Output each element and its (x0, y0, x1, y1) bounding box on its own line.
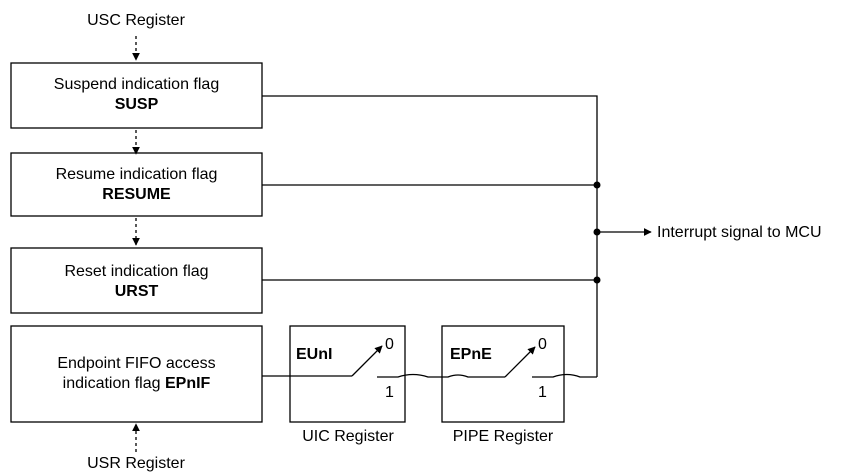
resume-flag-name: Resume indication flag (55, 166, 218, 183)
epnif-line2: indication flag EPnIF (11, 374, 262, 394)
epnif-box-text: Endpoint FIFO access indication flag EPn… (11, 354, 262, 394)
susp-box-text: Suspend indication flag SUSP (11, 75, 262, 115)
susp-flag-code: SUSP (114, 96, 159, 113)
resume-flag-code: RESUME (102, 186, 171, 203)
pipe-register-label: PIPE Register (452, 428, 554, 445)
epnif-line1: Endpoint FIFO access (57, 355, 216, 372)
usr-register-label: USR Register (87, 455, 185, 472)
uic-pos1-label: 1 (385, 384, 394, 401)
resume-box-text: Resume indication flag RESUME (11, 165, 262, 205)
junction-urst (593, 276, 601, 284)
junction-resume (593, 181, 601, 189)
uic-switch-blade (351, 345, 383, 377)
interrupt-output-label: Interrupt signal to MCU (657, 224, 822, 241)
pipe-switch-blade (504, 346, 536, 378)
epne-switch-label: EPnE (450, 346, 492, 363)
urst-flag-name: Reset indication flag (64, 263, 209, 280)
urst-box-text: Reset indication flag URST (11, 262, 262, 302)
epnif-code: EPnIF (164, 375, 211, 392)
uic-register-label: UIC Register (302, 428, 394, 445)
pipe-pos0-label: 0 (538, 336, 547, 353)
uic-register-box (289, 325, 406, 423)
epnif-line2-prefix: indication flag (62, 375, 165, 392)
susp-flag-name: Suspend indication flag (53, 76, 220, 93)
pipe-to-merge-line (532, 373, 597, 378)
uic-pos0-label: 0 (385, 336, 394, 353)
usc-register-label: USC Register (87, 12, 185, 29)
uic-to-pipe-line (377, 373, 505, 378)
urst-flag-code: URST (114, 283, 159, 300)
epnif-box (10, 325, 263, 423)
pipe-pos1-label: 1 (538, 384, 547, 401)
eunl-switch-label: EUnI (296, 346, 333, 363)
